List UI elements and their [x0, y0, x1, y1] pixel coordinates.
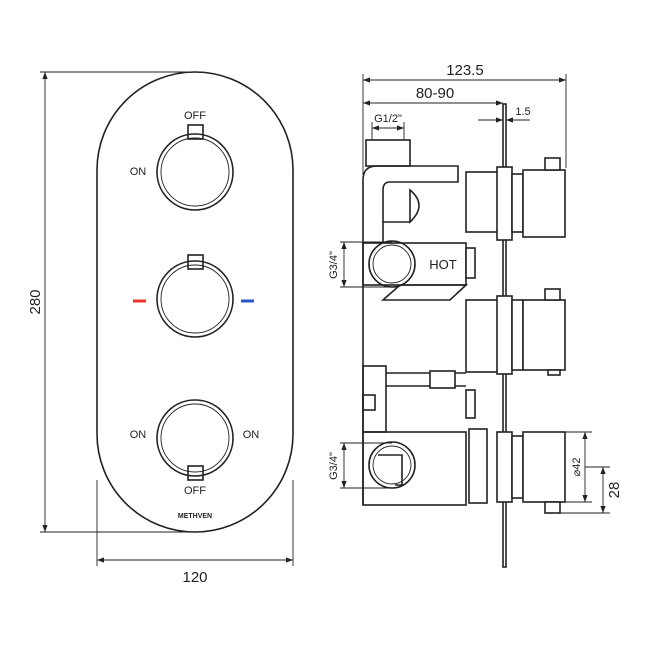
- top-knob-on-label: ON: [130, 166, 147, 178]
- wall-depth-label: 80-90: [416, 85, 454, 102]
- top-knob: [156, 124, 234, 211]
- outlet-connection: [365, 139, 411, 167]
- plate-thickness-label: 1.5: [515, 106, 530, 118]
- elbow-body: [362, 165, 459, 243]
- bottom-handle-side: [522, 431, 566, 503]
- hot-inlet-thread-label: G3/4": [328, 251, 340, 279]
- outlet-thread-label: G1/2": [374, 113, 402, 125]
- width-dimension-label: 120: [182, 569, 207, 586]
- side-view: HOT 123.5 80-90 1.5: [328, 62, 623, 568]
- top-knob-off-label: OFF: [184, 110, 206, 122]
- bottom-knob-off-label: OFF: [184, 485, 206, 497]
- bottom-knob-on-left-label: ON: [130, 429, 147, 441]
- top-handle-side: [522, 169, 566, 238]
- temperature-knob: [156, 254, 234, 338]
- bottom-knob-on-right-label: ON: [243, 429, 260, 441]
- hot-inlet-port: [368, 240, 416, 288]
- handle-diameter-label: ⌀42: [571, 458, 583, 477]
- front-view: OFF ON ON ON OFF METHVEN 280 120: [27, 71, 294, 586]
- overall-depth-label: 123.5: [446, 62, 484, 79]
- handle-offset-label: 28: [606, 482, 623, 499]
- bottom-knob: [156, 399, 234, 481]
- cold-inlet-port: [368, 441, 416, 489]
- faceplate: [96, 71, 294, 533]
- hot-label: HOT: [429, 257, 457, 272]
- cold-inlet-thread-label: G3/4": [328, 452, 340, 480]
- temperature-handle-side: [522, 299, 566, 371]
- height-dimension-label: 280: [27, 289, 44, 314]
- brand-logo: METHVEN: [178, 513, 212, 520]
